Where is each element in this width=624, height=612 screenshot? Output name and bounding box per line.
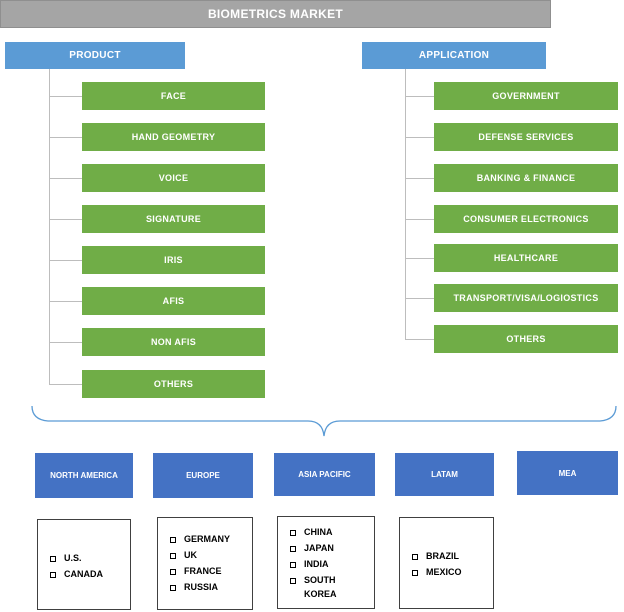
- countries-europe: GERMANY UK FRANCE RUSSIA: [157, 517, 253, 610]
- country-item: CHINA: [290, 524, 374, 540]
- country-label: SOUTH KOREA: [304, 575, 337, 599]
- country-label: U.S.: [64, 553, 82, 563]
- bullet-icon: [170, 585, 176, 591]
- application-branch-line: [405, 298, 434, 299]
- country-item: UK: [170, 547, 252, 563]
- product-branch-line: [49, 96, 82, 97]
- bullet-icon: [170, 569, 176, 575]
- country-item: CANADA: [50, 566, 130, 582]
- product-item-iris: IRIS: [82, 246, 265, 274]
- country-item: JAPAN: [290, 540, 374, 556]
- product-branch-line: [49, 301, 82, 302]
- country-label: CHINA: [304, 527, 333, 537]
- application-item-healthcare: HEALTHCARE: [434, 244, 618, 272]
- country-item: U.S.: [50, 550, 130, 566]
- application-branch-line: [405, 178, 434, 179]
- application-branch-line: [405, 258, 434, 259]
- application-item-transport-visa-logistics: TRANSPORT/VISA/LOGIOSTICS: [434, 284, 618, 312]
- product-branch-line: [49, 219, 82, 220]
- region-north-america: NORTH AMERICA: [35, 453, 133, 498]
- product-branch-line: [49, 137, 82, 138]
- application-item-others: OTHERS: [434, 325, 618, 353]
- country-item: FRANCE: [170, 563, 252, 579]
- product-item-others: OTHERS: [82, 370, 265, 398]
- application-branch-line: [405, 96, 434, 97]
- application-branch-line: [405, 339, 434, 340]
- region-brace: [31, 405, 617, 437]
- product-item-non-afis: NON AFIS: [82, 328, 265, 356]
- countries-asia-pacific: CHINA JAPAN INDIA SOUTH KOREA: [277, 516, 375, 609]
- product-item-signature: SIGNATURE: [82, 205, 265, 233]
- product-item-voice: VOICE: [82, 164, 265, 192]
- country-label: BRAZIL: [426, 551, 459, 561]
- application-header: APPLICATION: [362, 42, 546, 69]
- product-connector-line: [49, 69, 50, 384]
- application-connector-line: [405, 69, 406, 339]
- product-item-face: FACE: [82, 82, 265, 110]
- application-item-banking-finance: BANKING & FINANCE: [434, 164, 618, 192]
- country-label: RUSSIA: [184, 582, 219, 592]
- bullet-icon: [290, 546, 296, 552]
- product-item-afis: AFIS: [82, 287, 265, 315]
- application-branch-line: [405, 219, 434, 220]
- bullet-icon: [412, 570, 418, 576]
- product-branch-line: [49, 260, 82, 261]
- countries-latam: BRAZIL MEXICO: [399, 517, 494, 609]
- bullet-icon: [50, 572, 56, 578]
- region-asia-pacific: ASIA PACIFIC: [274, 453, 375, 496]
- country-label: MEXICO: [426, 567, 462, 577]
- region-latam: LATAM: [395, 453, 494, 496]
- countries-north-america: U.S. CANADA: [37, 519, 131, 610]
- country-item: RUSSIA: [170, 579, 252, 595]
- region-europe: EUROPE: [153, 453, 253, 498]
- country-label: INDIA: [304, 559, 329, 569]
- bullet-icon: [170, 537, 176, 543]
- diagram-title: BIOMETRICS MARKET: [0, 0, 551, 28]
- country-item: MEXICO: [412, 564, 493, 580]
- application-branch-line: [405, 137, 434, 138]
- application-item-consumer-electronics: CONSUMER ELECTRONICS: [434, 205, 618, 233]
- product-branch-line: [49, 178, 82, 179]
- country-label: JAPAN: [304, 543, 334, 553]
- product-branch-line: [49, 342, 82, 343]
- region-mea: MEA: [517, 451, 618, 495]
- bullet-icon: [290, 562, 296, 568]
- product-header: PRODUCT: [5, 42, 185, 69]
- country-item: SOUTH KOREA: [290, 572, 374, 601]
- bullet-icon: [290, 530, 296, 536]
- bullet-icon: [50, 556, 56, 562]
- product-item-hand-geometry: HAND GEOMETRY: [82, 123, 265, 151]
- application-item-government: GOVERNMENT: [434, 82, 618, 110]
- country-item: GERMANY: [170, 531, 252, 547]
- country-item: INDIA: [290, 556, 374, 572]
- bullet-icon: [170, 553, 176, 559]
- country-item: BRAZIL: [412, 548, 493, 564]
- bullet-icon: [412, 554, 418, 560]
- product-branch-line: [49, 384, 82, 385]
- country-label: UK: [184, 550, 197, 560]
- bullet-icon: [290, 578, 296, 584]
- country-label: FRANCE: [184, 566, 222, 576]
- country-label: CANADA: [64, 569, 103, 579]
- country-label: GERMANY: [184, 534, 231, 544]
- application-item-defense-services: DEFENSE SERVICES: [434, 123, 618, 151]
